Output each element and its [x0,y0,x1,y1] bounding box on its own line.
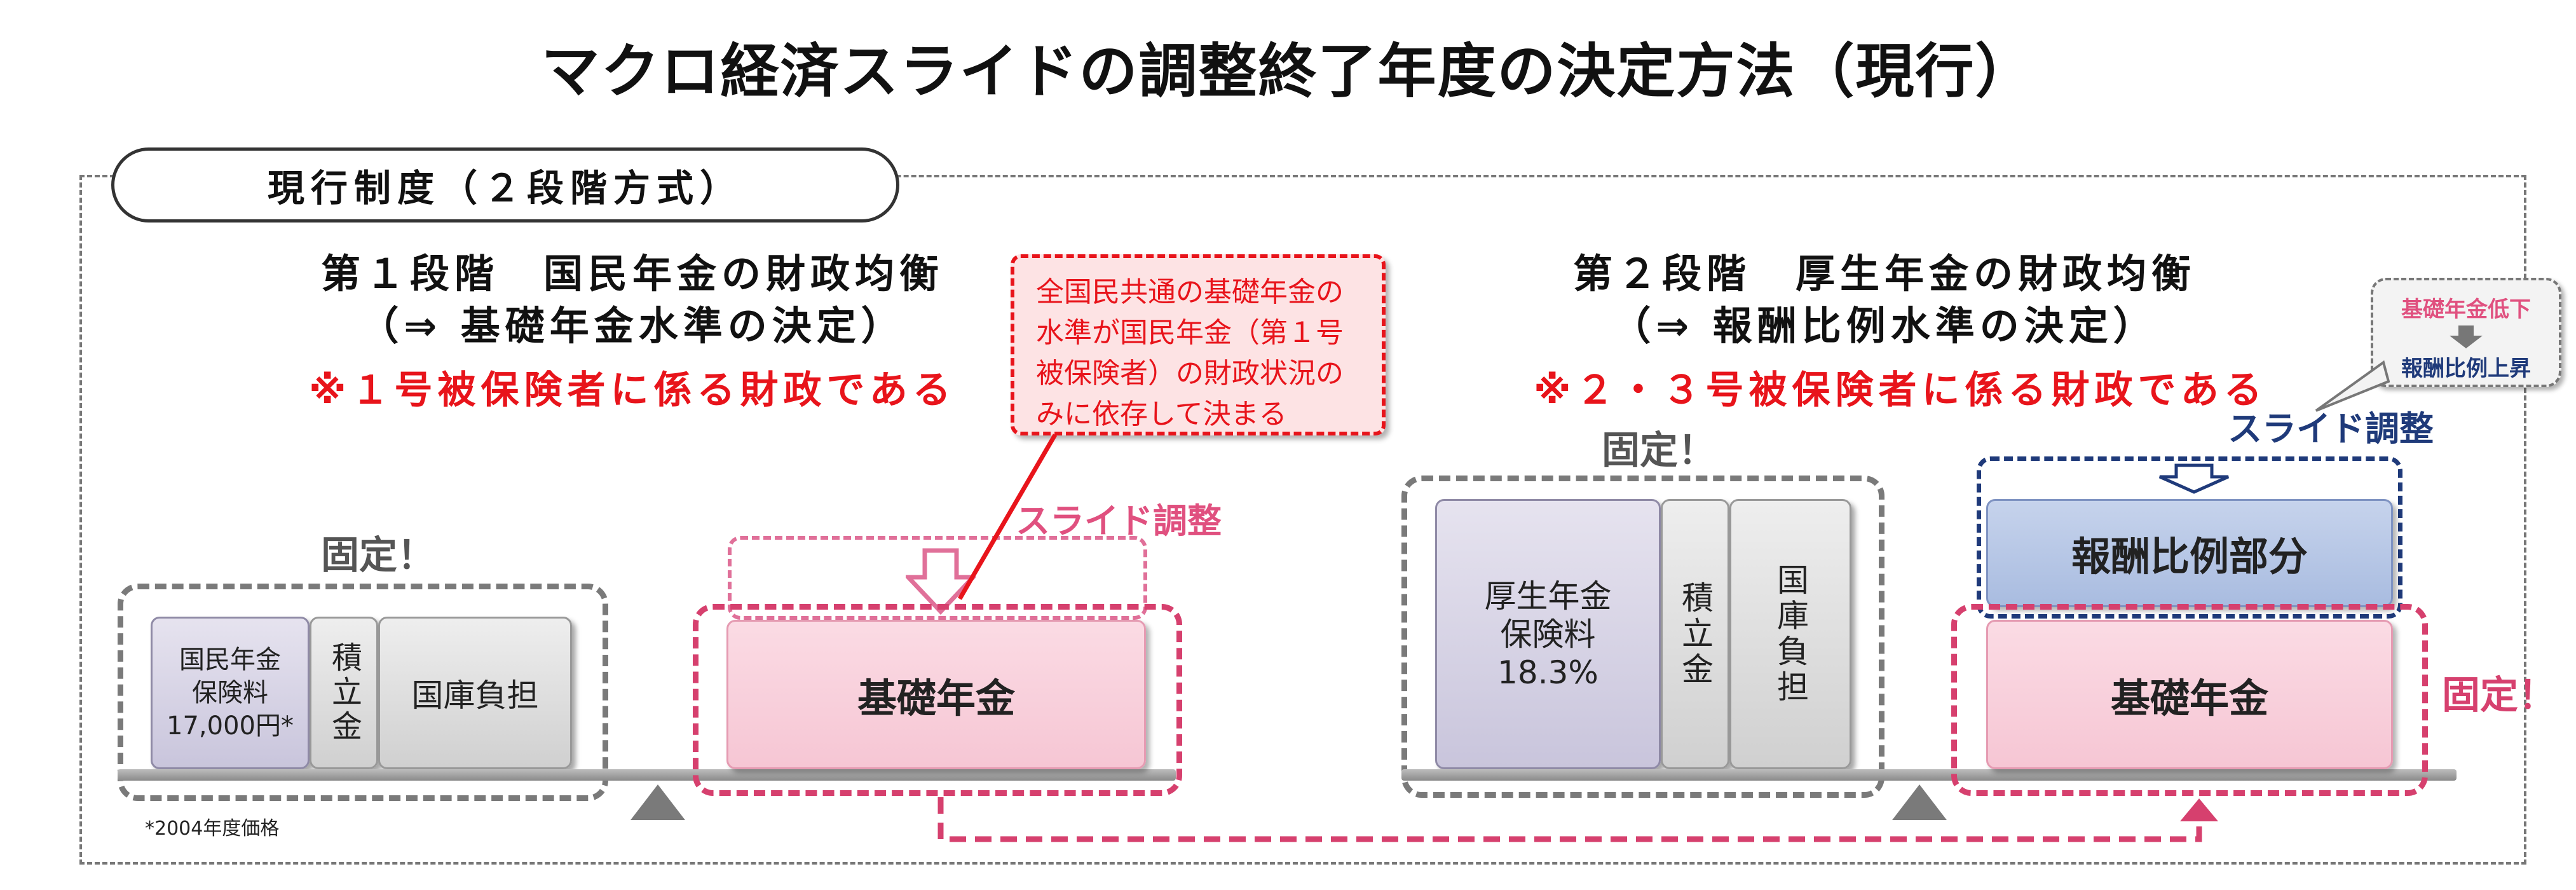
stage2-treasury-box: 国庫負担 [1729,499,1851,769]
stage2-slide-label: スライド調整 [2228,409,2434,449]
stage1-callout-pointer [957,434,1058,600]
stage2-fulcrum-icon [1892,784,1947,820]
stage2-down-arrow-icon [2158,463,2230,494]
stage1-basic-group [693,604,1182,796]
stage-connector-arrow [937,797,2218,842]
stage1-balance-beam [118,769,1176,781]
stage1-heading-line1: 第１段階 国民年金の財政均衡 [320,250,944,297]
stage2-heading: 第２段階 厚生年金の財政均衡 （⇒ 報酬比例水準の決定） [1525,248,2244,352]
stage1-down-arrow-icon [906,548,976,615]
stage1-premium-text: 国民年金 保険料 17,000円* [167,645,294,741]
stage1-basic-pension-text: 基礎年金 [857,674,1015,722]
system-label: 現行制度（２段階方式） [111,147,899,222]
stage1-heading-line2: （⇒ 基礎年金水準の決定） [359,303,906,349]
stage1-fixed-group [118,584,608,801]
stage2-earnings-box: 報酬比例部分 [1986,499,2393,607]
outer-frame [79,175,2526,865]
stage2-basic-pension-box: 基礎年金 [1986,620,2393,769]
stage2-treasury-text: 国庫負担 [1772,563,1809,706]
stage1-treasury-text: 国庫負担 [411,677,539,714]
stage2-callout-arrow-icon [2450,325,2483,348]
stage1-fixed-label: 固定！ [321,533,435,578]
stage1-premium-box: 国民年金 保険料 17,000円* [151,617,310,769]
stage1-callout-text: 全国民共通の基礎年金の水準が国民年金（第１号被保険者）の財政状況のみに依存して決… [1036,276,1344,430]
stage1-note: ※１号被保険者に係る財政である [309,368,956,413]
stage2-reserve-text: 積立金 [1677,580,1714,688]
stage2-basic-group [1951,604,2428,796]
stage2-fixed-group [1401,476,1884,798]
stage2-basic-pension-text: 基礎年金 [2110,674,2268,722]
page-title: マクロ経済スライドの調整終了年度の決定方法（現行） [541,38,2035,106]
stage1-fulcrum-icon [630,784,685,820]
stage1-treasury-box: 国庫負担 [378,617,572,769]
stage2-earnings-text: 報酬比例部分 [2071,533,2308,580]
stage2-callout: 基礎年金低下 報酬比例上昇 [2371,278,2561,387]
stage1-slide-label: スライド調整 [1016,501,1222,541]
stage1-footnote: *2004年度価格 [145,818,280,840]
stage1-basic-pension-box: 基礎年金 [726,620,1146,769]
stage2-callout-top: 基礎年金低下 [2401,297,2531,322]
stage2-reserve-box: 積立金 [1661,499,1729,769]
stage1-callout: 全国民共通の基礎年金の水準が国民年金（第１号被保険者）の財政状況のみに依存して決… [1011,254,1386,435]
stage2-premium-box: 厚生年金 保険料 18.3% [1435,499,1661,769]
stage2-callout-pointer [2315,360,2390,412]
stage1-reserve-box: 積立金 [310,617,378,769]
stage2-heading-line1: 第２段階 厚生年金の財政均衡 [1572,250,2196,297]
stage2-balance-beam [1401,769,2457,781]
stage2-premium-text: 厚生年金 保険料 18.3% [1484,577,1612,691]
stage2-heading-line2: （⇒ 報酬比例水準の決定） [1611,303,2158,349]
stage2-fixed-label: 固定！ [1602,428,1716,473]
stage2-callout-bottom: 報酬比例上昇 [2401,356,2531,381]
stage1-slide-area [728,536,1147,620]
stage2-note: ※２・３号被保険者に係る財政である [1534,368,2267,413]
stage1-reserve-text: 積立金 [326,641,362,744]
stage2-slide-area [1977,456,2402,619]
stage1-heading: 第１段階 国民年金の財政均衡 （⇒ 基礎年金水準の決定） [273,248,992,352]
stage2-fixed-label-right: 固定！ [2442,673,2556,718]
